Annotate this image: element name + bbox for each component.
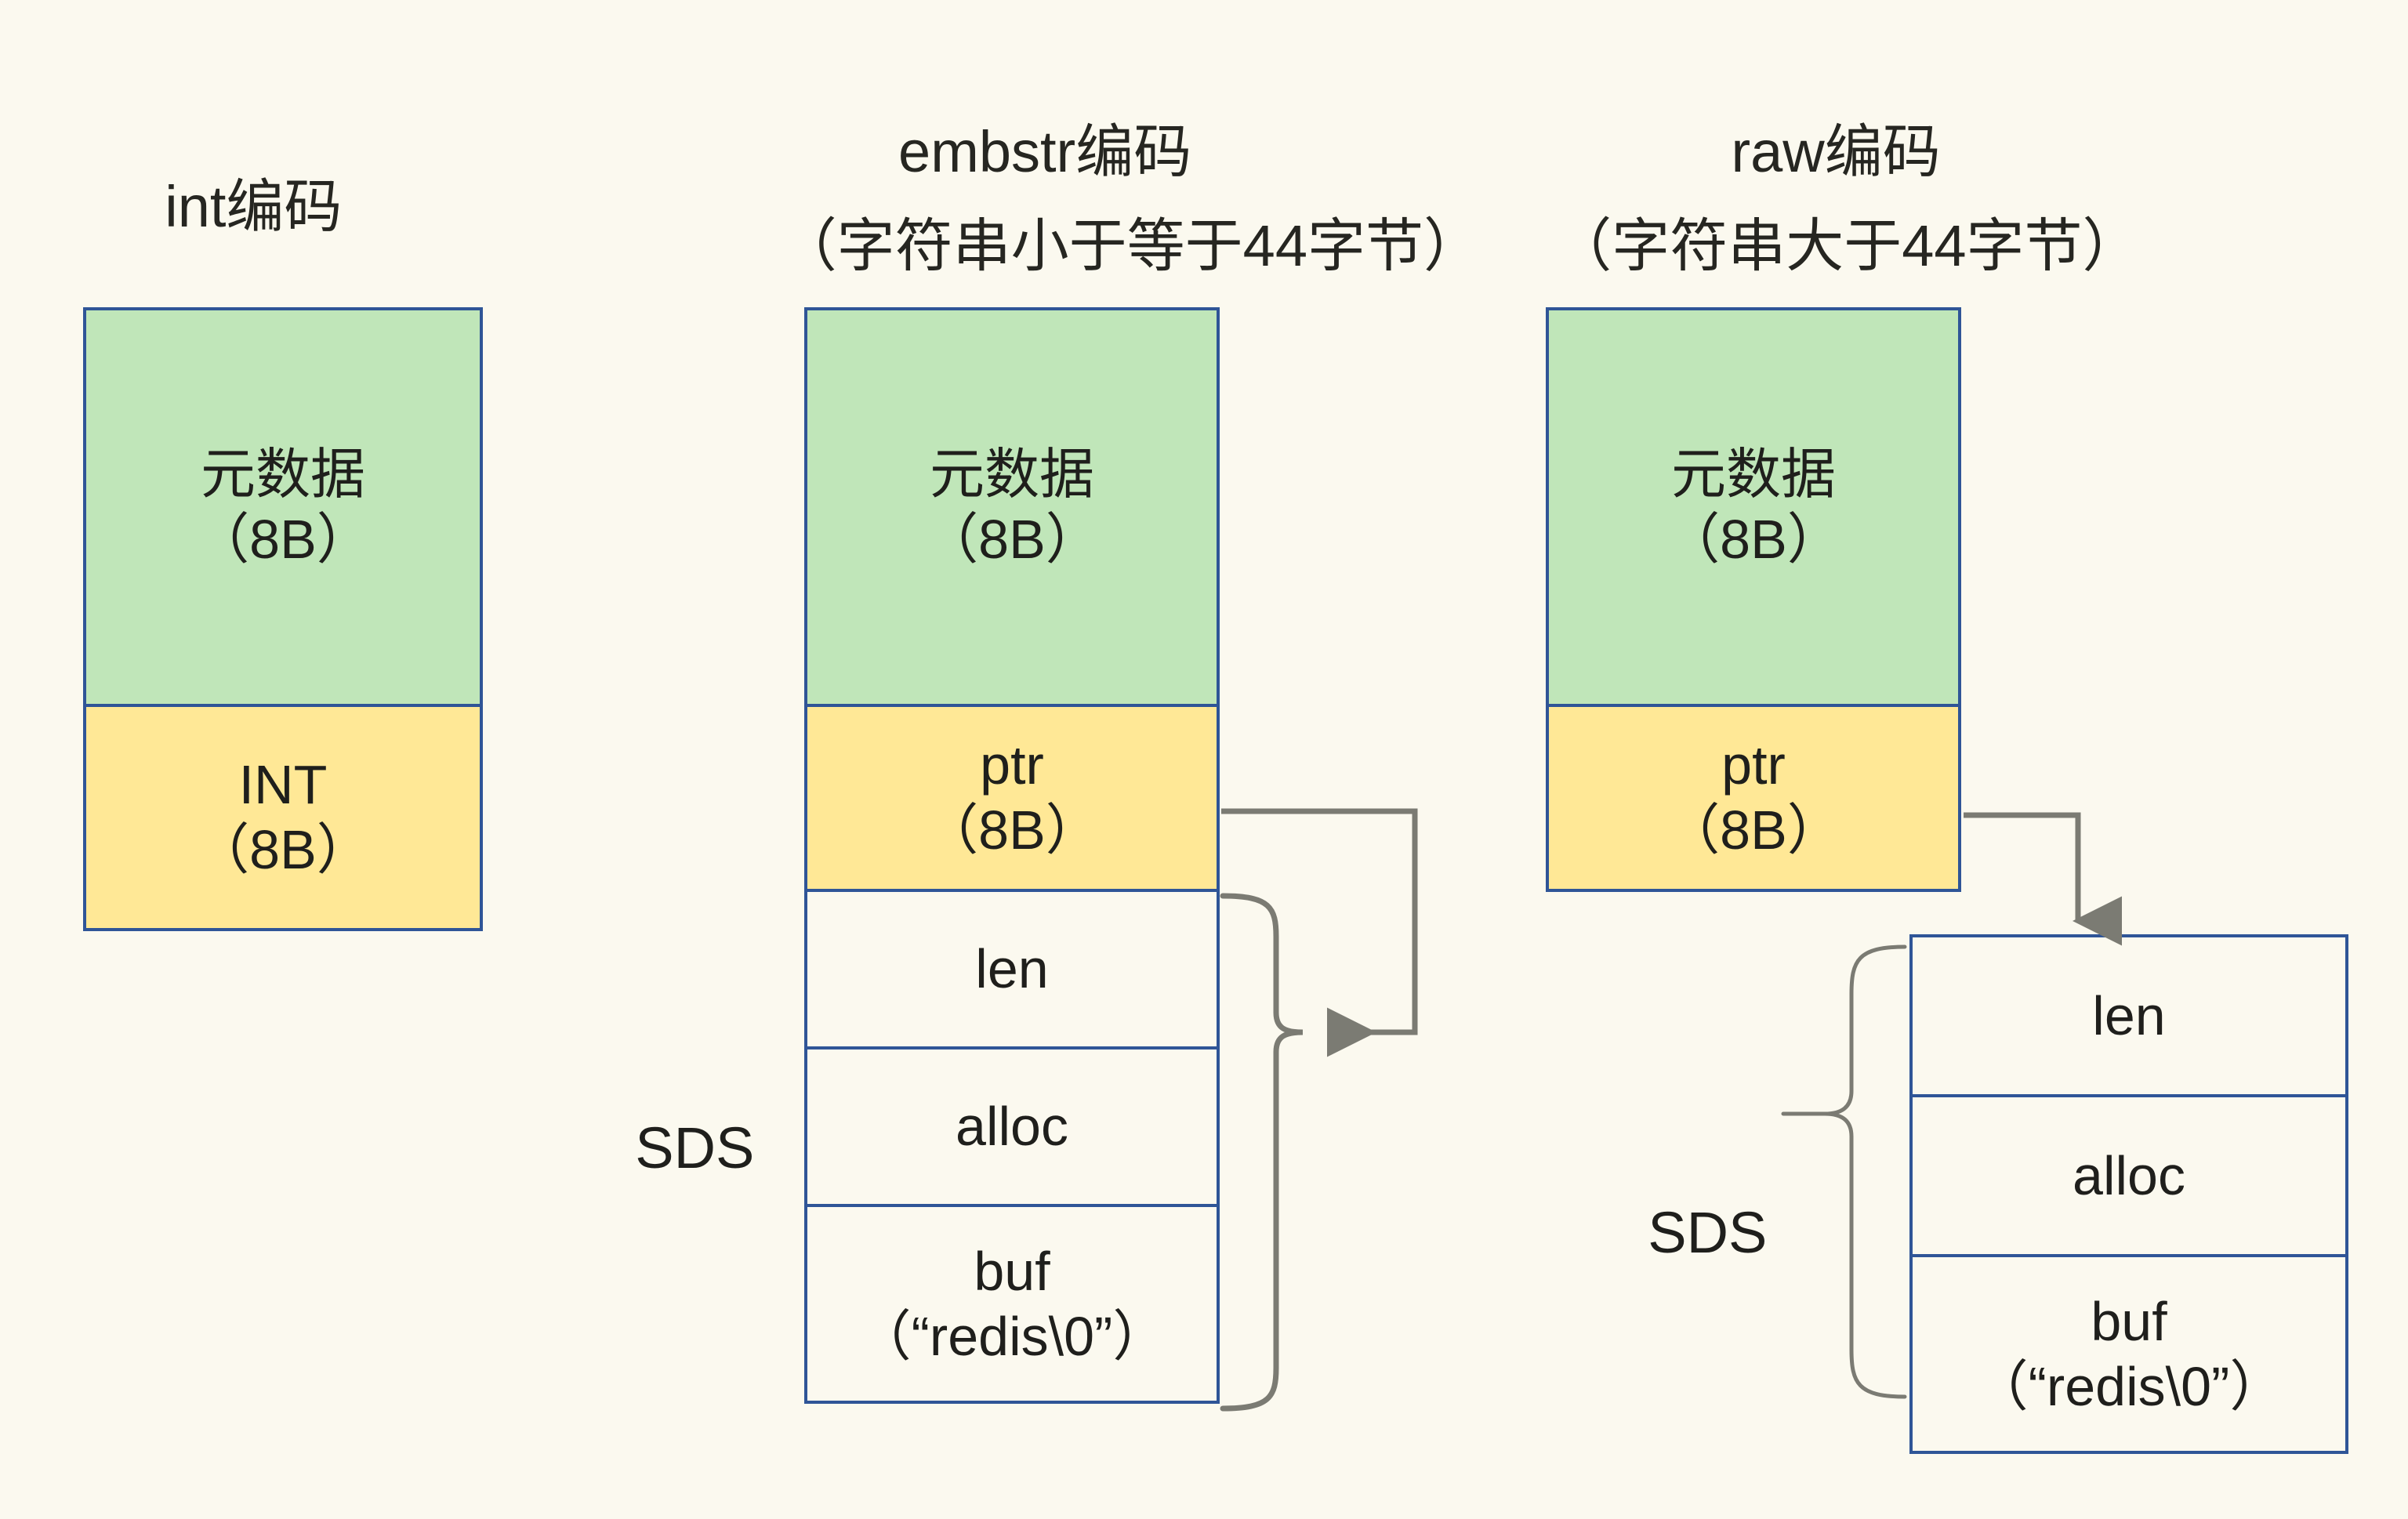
raw-metadata-size: （8B） xyxy=(1665,509,1842,570)
embstr-ptr-size: （8B） xyxy=(923,799,1101,861)
raw-sds-alloc-label: alloc xyxy=(2073,1144,2185,1206)
heading-int-label: int编码 xyxy=(165,173,343,239)
int-value-size: （8B） xyxy=(194,819,372,880)
heading-raw-encoding: raw编码 xyxy=(1604,55,2004,250)
raw-sds-alloc-box: alloc xyxy=(1909,1094,2348,1257)
embstr-sds-buf-label: buf xyxy=(974,1240,1050,1302)
embstr-sds-label: SDS xyxy=(571,1048,754,1248)
embstr-sds-len-box: len xyxy=(804,889,1220,1050)
raw-metadata-title: 元数据 xyxy=(1671,444,1836,506)
embstr-sds-alloc-box: alloc xyxy=(804,1046,1220,1207)
raw-sds-buf-label: buf xyxy=(2091,1290,2167,1352)
embstr-metadata-size: （8B） xyxy=(923,509,1101,570)
raw-sds-len-box: len xyxy=(1909,934,2348,1097)
embstr-sds-label-text: SDS xyxy=(635,1115,755,1180)
int-metadata-box: 元数据 （8B） xyxy=(83,307,483,707)
raw-ptr-title: ptr xyxy=(1721,734,1786,796)
embstr-ptr-title: ptr xyxy=(980,734,1044,796)
embstr-sds-buf-box: buf （“redis\0”） xyxy=(804,1204,1220,1404)
raw-sds-buf-value: （“redis\0”） xyxy=(1973,1355,2285,1417)
heading-embstr-encoding: embstr编码 xyxy=(801,55,1224,250)
embstr-sds-len-label: len xyxy=(975,938,1049,1000)
embstr-ptr-box: ptr （8B） xyxy=(804,704,1220,892)
raw-sds-len-label: len xyxy=(2092,984,2166,1046)
heading-raw-label: raw编码 xyxy=(1731,118,1941,184)
raw-metadata-box: 元数据 （8B） xyxy=(1546,307,1961,707)
embstr-ptr-connector xyxy=(1221,808,1418,1057)
int-value-box: INT （8B） xyxy=(83,704,483,931)
int-metadata-size: （8B） xyxy=(194,509,372,570)
heading-embstr-condition-label: （字符串小于等于44字节） xyxy=(778,212,1481,278)
embstr-metadata-box: 元数据 （8B） xyxy=(804,307,1220,707)
embstr-sds-buf-value: （“redis\0”） xyxy=(856,1305,1168,1367)
heading-raw-condition-label: （字符串大于44字节） xyxy=(1554,212,2141,278)
raw-sds-brace xyxy=(1824,944,1907,1399)
raw-ptr-size: （8B） xyxy=(1665,799,1842,861)
raw-ptr-connector xyxy=(1964,812,2122,946)
raw-sds-label: SDS xyxy=(1583,1133,1767,1332)
raw-ptr-box: ptr （8B） xyxy=(1546,704,1961,892)
heading-int-encoding: int编码 xyxy=(100,110,342,305)
heading-embstr-condition: （字符串小于等于44字节） xyxy=(549,149,1481,344)
embstr-sds-alloc-label: alloc xyxy=(956,1096,1068,1158)
int-metadata-title: 元数据 xyxy=(201,444,365,506)
heading-embstr-label: embstr编码 xyxy=(898,118,1192,184)
heading-raw-condition: （字符串大于44字节） xyxy=(1489,149,2352,344)
embstr-metadata-title: 元数据 xyxy=(930,444,1094,506)
raw-sds-buf-box: buf （“redis\0”） xyxy=(1909,1254,2348,1454)
raw-sds-label-text: SDS xyxy=(1648,1200,1768,1265)
int-value-title: INT xyxy=(238,754,328,816)
embstr-sds-brace xyxy=(1220,893,1304,1412)
